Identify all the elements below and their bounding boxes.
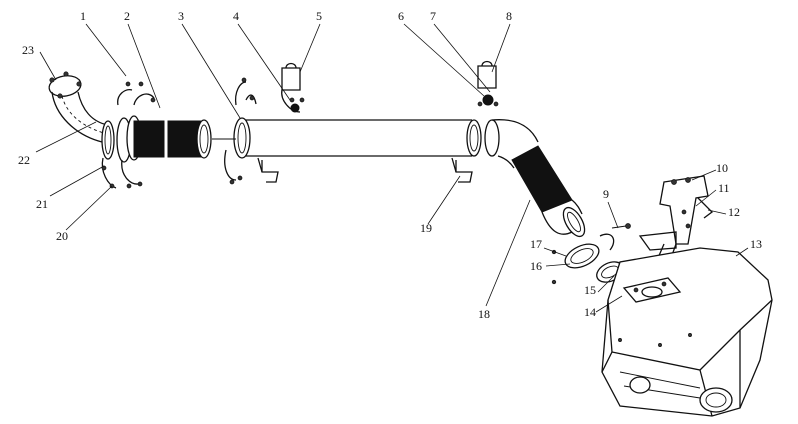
- hanger-6-7-8: [477, 60, 499, 107]
- callout-14: 14: [584, 305, 596, 319]
- callout-labels: 1 2 3 4 5 6 7 8 9 10 11 12 13 14 15 16 1…: [18, 9, 762, 321]
- callout-18: 18: [478, 307, 490, 321]
- callout-6: 6: [398, 9, 404, 23]
- callout-23: 23: [22, 43, 34, 57]
- callout-9: 9: [603, 187, 609, 201]
- callout-21: 21: [36, 197, 48, 211]
- lower-hanger-left: [257, 157, 279, 183]
- callout-22: 22: [18, 153, 30, 167]
- callout-8: 8: [506, 9, 512, 23]
- gaskets-and-fasteners: [551, 223, 631, 285]
- callout-3: 3: [178, 9, 184, 23]
- muffler-body: [601, 247, 773, 417]
- mid-clamps: [212, 77, 257, 185]
- callout-11: 11: [718, 181, 730, 195]
- callout-20: 20: [56, 229, 68, 243]
- main-straight-pipe: [246, 119, 482, 157]
- flex-bellows-left: [133, 119, 212, 159]
- callout-16: 16: [530, 259, 542, 273]
- callout-12: 12: [728, 205, 740, 219]
- callout-13: 13: [750, 237, 762, 251]
- callout-4: 4: [233, 9, 239, 23]
- callout-15: 15: [584, 283, 596, 297]
- right-elbow-bellows: [484, 119, 586, 238]
- callout-17: 17: [530, 237, 542, 251]
- hanger-4-5: [281, 62, 305, 113]
- callout-2: 2: [124, 9, 130, 23]
- callout-5: 5: [316, 9, 322, 23]
- callout-10: 10: [716, 161, 728, 175]
- callout-1: 1: [80, 9, 86, 23]
- leader-lines: [35, 23, 749, 313]
- lower-hanger-19: [451, 157, 473, 183]
- callout-7: 7: [430, 9, 436, 23]
- inlet-elbow: [48, 71, 109, 143]
- callout-19: 19: [420, 221, 432, 235]
